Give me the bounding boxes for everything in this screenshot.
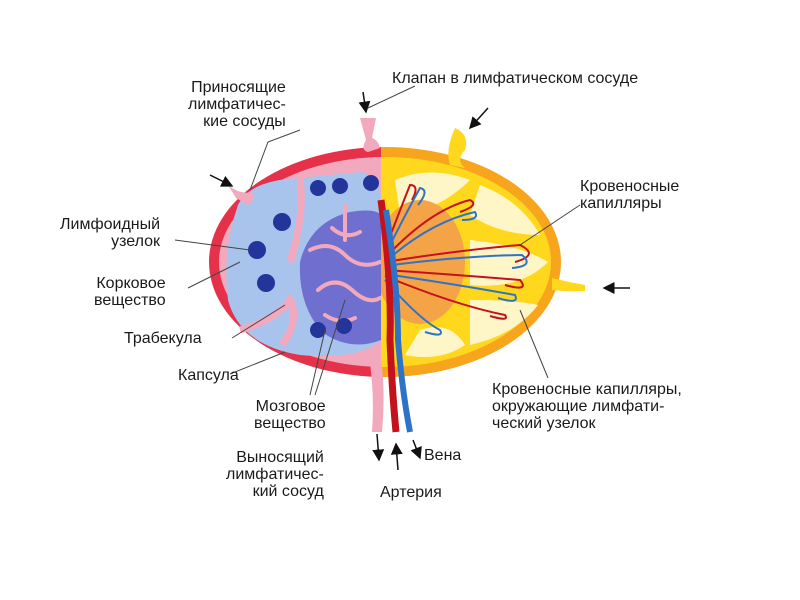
flow-arrow	[358, 91, 371, 114]
leader-lines	[174, 85, 581, 396]
label-afferent-vessels: Приносящие лимфатичес- кие сосуды	[188, 79, 286, 130]
flow-arrow	[372, 433, 385, 462]
label-trabecula: Трабекула	[124, 330, 202, 347]
label-lymphoid-nodule: Лимфоидный узелок	[60, 216, 161, 250]
afferent-vessel-top	[360, 118, 380, 152]
flow-arrow	[468, 107, 489, 130]
efferent-vessel	[368, 350, 384, 432]
flow-arrow	[410, 439, 422, 460]
label-artery: Артерия	[380, 484, 442, 501]
label-blood-capillaries: Кровеносные капилляры	[580, 178, 680, 212]
trabecula-top	[286, 177, 305, 264]
flow-arrow	[390, 442, 403, 471]
label-valve: Клапан в лимфатическом сосуде	[392, 70, 639, 87]
right-half	[381, 147, 561, 377]
label-efferent-vessel: Выносящий лимфатичес- кий сосуд	[226, 449, 324, 500]
lymphoid-nodules	[248, 175, 379, 338]
blood-capillaries	[384, 183, 530, 336]
label-vein: Вена	[424, 447, 462, 464]
medulla	[299, 210, 381, 345]
label-cortex: Корковое вещество	[94, 275, 166, 309]
trabecula-bottom	[239, 293, 298, 348]
label-capillaries-around-nodule: Кровеносные капилляры, окружающие лимфат…	[492, 381, 682, 432]
flow-arrow	[209, 174, 234, 187]
label-capsule: Капсула	[178, 367, 239, 384]
afferent-vessel-right	[552, 278, 585, 292]
afferent-vessel-left	[228, 185, 254, 205]
artery-vessel	[377, 199, 400, 433]
vein-vessel	[383, 209, 413, 433]
afferent-vessel-right-top	[448, 128, 467, 168]
label-medulla: Мозговое вещество	[254, 398, 326, 432]
